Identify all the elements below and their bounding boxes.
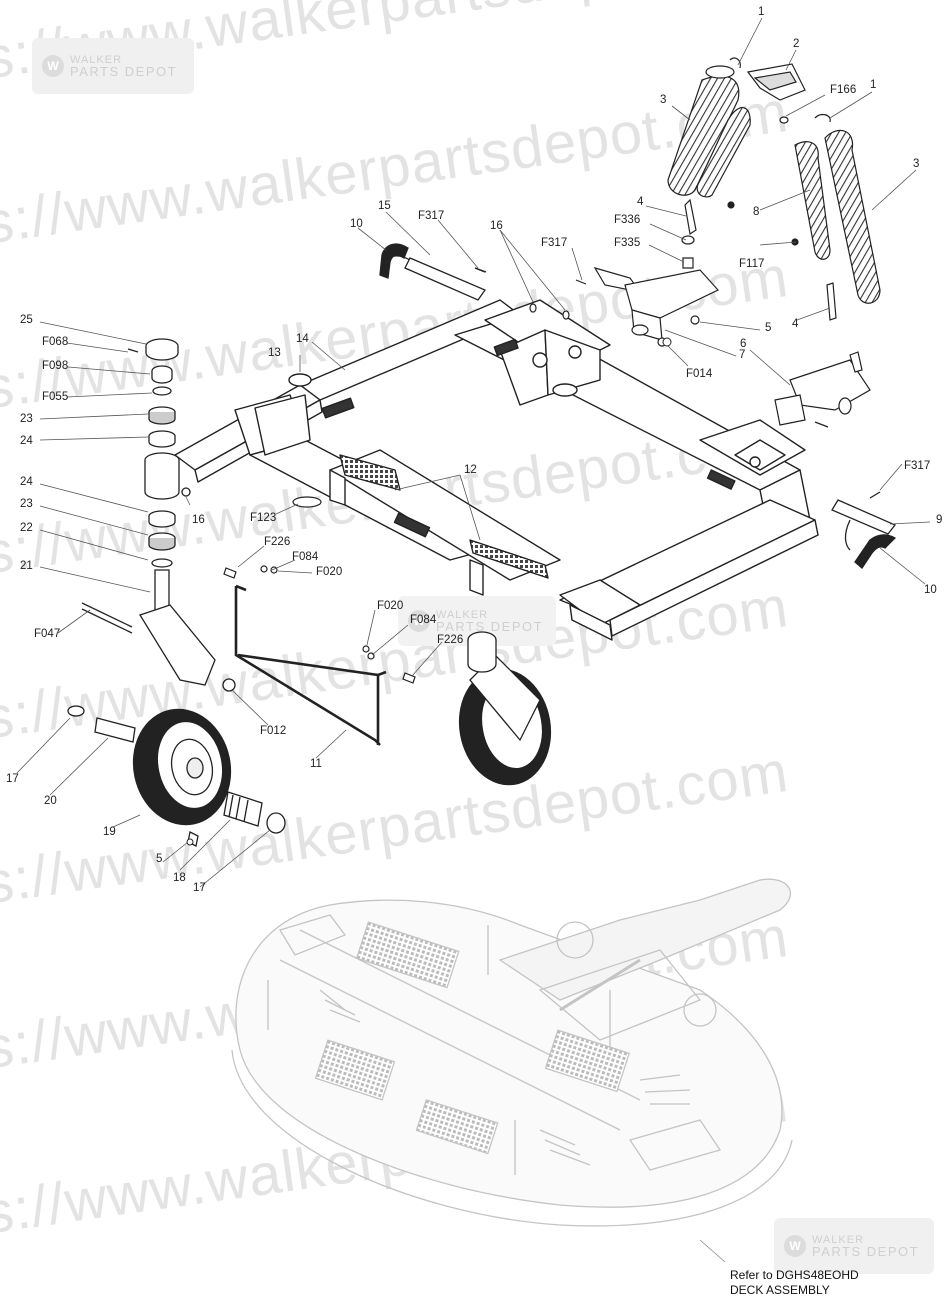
walker-emblem-icon: W	[42, 55, 64, 77]
callout-label: 5	[156, 853, 163, 865]
logo-line2: PARTS DEPOT	[812, 1244, 920, 1259]
roller-bracket	[223, 496, 416, 746]
callout-label: 14	[296, 333, 309, 345]
callout-label: 21	[20, 560, 33, 572]
callout-label: F084	[292, 551, 319, 563]
bolt-icons	[186, 337, 672, 846]
callout-label: F055	[42, 391, 69, 403]
note-line2: DECK ASSEMBLY	[730, 1283, 830, 1297]
deck-assembly-note: Refer to DGHS48EOHD DECK ASSEMBLY	[730, 1268, 859, 1298]
deck-assembly	[231, 878, 793, 1263]
callout-label: 25	[20, 314, 33, 326]
caster-spindle-stack	[81, 338, 216, 686]
callout-label: 1	[870, 79, 877, 91]
callout-label: F226	[437, 634, 464, 646]
callout-label: 5	[765, 322, 772, 334]
right-lift-handle	[814, 421, 897, 569]
callout-label: 20	[44, 795, 57, 807]
callout-label: 11	[310, 758, 322, 770]
callout-label: 9	[936, 514, 943, 526]
callout-label: 10	[924, 584, 937, 596]
callout-label: 3	[660, 94, 667, 106]
logo-line2: PARTS DEPOT	[436, 619, 544, 634]
callout-label: 12	[464, 464, 477, 476]
callout-label: 2	[793, 38, 800, 50]
logo-line2: PARTS DEPOT	[70, 64, 178, 79]
callout-label: F336	[614, 214, 641, 226]
callout-label: 17	[193, 882, 206, 894]
callout-label: F317	[418, 210, 445, 222]
callout-label: 1	[758, 6, 765, 18]
callout-label: 17	[6, 773, 19, 785]
callout-label: F317	[541, 237, 568, 249]
leader-lines	[16, 17, 931, 888]
walker-emblem-icon: W	[408, 610, 430, 632]
callout-label: 4	[637, 196, 644, 208]
logo-line1: WALKER	[812, 1234, 865, 1246]
callout-label: F317	[904, 460, 931, 472]
callout-label: F047	[34, 628, 61, 640]
callout-label: 6	[740, 338, 747, 350]
callout-label: F020	[316, 566, 343, 578]
callout-label: 8	[753, 206, 760, 218]
callout-label: F084	[410, 614, 437, 626]
callout-label: 16	[192, 514, 205, 526]
callout-label: 22	[20, 522, 33, 534]
callout-label: 24	[20, 435, 33, 447]
walker-emblem-icon: W	[784, 1235, 806, 1257]
callout-label: 23	[20, 413, 33, 425]
note-line1: Refer to DGHS48EOHD	[730, 1268, 859, 1282]
callout-label: F068	[42, 336, 69, 348]
left-lift-handle	[379, 243, 486, 301]
left-caster-wheel	[67, 678, 286, 847]
callout-label: F226	[264, 536, 291, 548]
callout-label: 23	[20, 498, 33, 510]
callout-label: 19	[103, 826, 116, 838]
callout-label: F335	[614, 237, 641, 249]
callout-label: 13	[268, 347, 281, 359]
deck-frame	[174, 299, 819, 641]
callout-label: F014	[686, 368, 713, 380]
callout-label: 15	[378, 200, 391, 212]
callout-label: 10	[350, 218, 363, 230]
callout-label: F117	[739, 258, 765, 270]
callout-label: F098	[42, 360, 69, 372]
logo-line1: WALKER	[70, 54, 123, 66]
callout-label: 3	[913, 158, 920, 170]
callout-label: F020	[377, 600, 404, 612]
callout-label: 7	[739, 349, 746, 361]
callout-label: 24	[20, 476, 33, 488]
callout-label: F166	[830, 84, 857, 96]
hardware-pins	[474, 267, 587, 320]
right-caster-wheel	[458, 631, 552, 786]
logo-line1: WALKER	[436, 609, 489, 621]
callout-label: 16	[490, 220, 503, 232]
callout-label: F012	[260, 725, 287, 737]
callout-label: 18	[173, 872, 186, 884]
callout-label: 4	[792, 318, 799, 330]
callout-label: F123	[250, 512, 277, 524]
